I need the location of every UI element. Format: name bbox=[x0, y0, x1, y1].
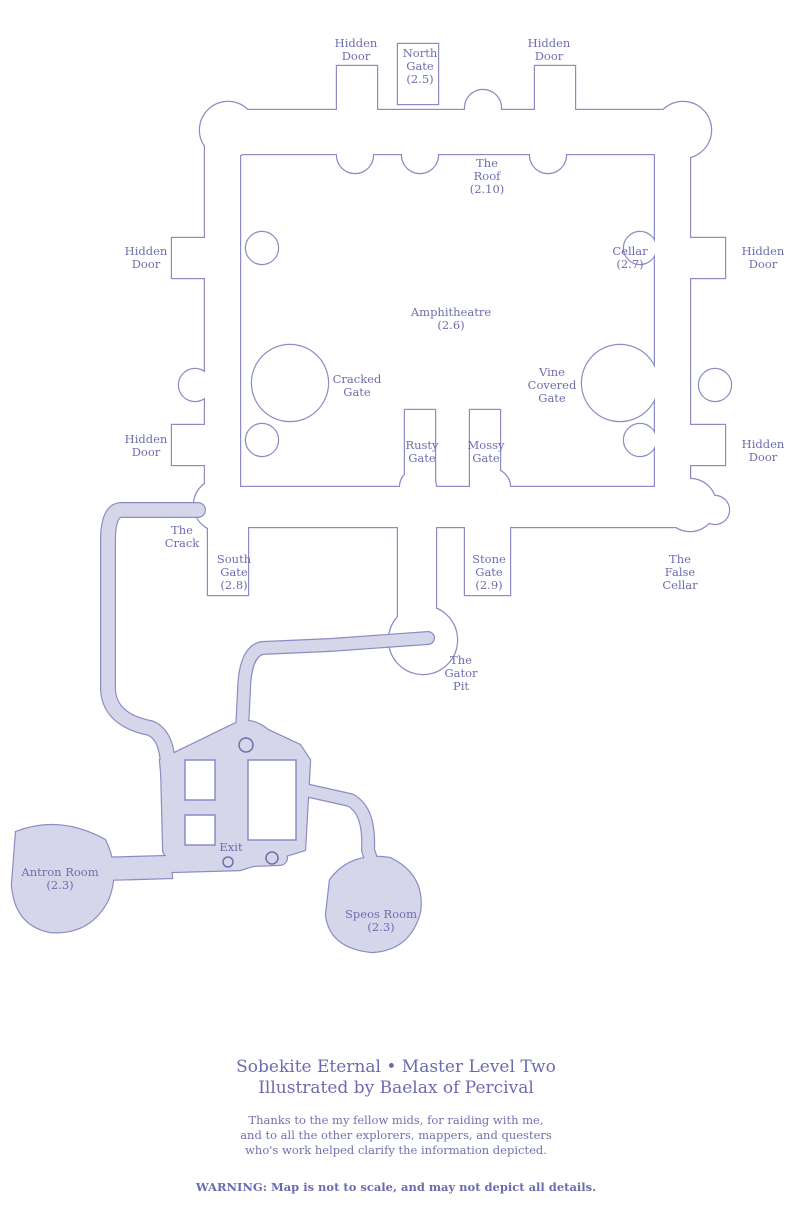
warning-note: WARNING: Map is not to scale, and may no… bbox=[195, 1180, 597, 1194]
title-line-1: Sobekite Eternal • Master Level Two bbox=[236, 1057, 556, 1077]
label-exit: Exit bbox=[219, 840, 243, 854]
dungeon-map bbox=[0, 42, 733, 1040]
label-hidden-door-top-left: Hidden Door bbox=[334, 36, 378, 63]
label-amphitheatre: Amphitheatre (2.6) bbox=[410, 305, 492, 332]
thanks-line-1: Thanks to the my fellow mids, for raidin… bbox=[248, 1113, 544, 1127]
label-stone-gate: Stone Gate (2.9) bbox=[472, 552, 506, 592]
title-line-2: Illustrated by Baelax of Percival bbox=[258, 1078, 534, 1098]
label-hidden-door-right-upper: Hidden Door bbox=[741, 244, 785, 271]
label-the-gator-pit: The Gator Pit bbox=[444, 653, 478, 693]
label-vine-covered-gate: Vine Covered Gate bbox=[527, 365, 577, 405]
label-the-roof: The Roof (2.10) bbox=[469, 156, 505, 196]
thanks-line-2: and to all the other explorers, mappers,… bbox=[240, 1128, 552, 1142]
label-hidden-door-left-upper: Hidden Door bbox=[124, 244, 168, 271]
thanks-note: Thanks to the my fellow mids, for raidin… bbox=[0, 1113, 792, 1158]
label-rusty-gate: Rusty Gate bbox=[405, 438, 439, 465]
label-hidden-door-top-right: Hidden Door bbox=[527, 36, 571, 63]
label-the-false-cellar: The False Cellar bbox=[662, 552, 698, 592]
label-the-crack: The Crack bbox=[164, 523, 200, 550]
label-south-gate: South Gate (2.8) bbox=[216, 552, 252, 592]
label-cracked-gate: Cracked Gate bbox=[332, 372, 382, 399]
label-hidden-door-left-lower: Hidden Door bbox=[124, 432, 168, 459]
label-mossy-gate: Mossy Gate bbox=[467, 438, 505, 465]
label-antron-room: Antron Room (2.3) bbox=[21, 865, 99, 892]
label-cellar: Cellar (2.7) bbox=[612, 244, 648, 271]
map-title: Sobekite Eternal • Master Level Two Illu… bbox=[0, 1057, 792, 1099]
label-north-gate: North Gate (2.5) bbox=[402, 46, 438, 86]
thanks-line-3: who's work helped clarify the informatio… bbox=[245, 1143, 547, 1157]
label-hidden-door-right-lower: Hidden Door bbox=[741, 437, 785, 464]
castle-walls bbox=[170, 42, 733, 676]
label-speos-room: Speos Room (2.3) bbox=[345, 907, 417, 934]
cave-passages bbox=[12, 510, 428, 952]
